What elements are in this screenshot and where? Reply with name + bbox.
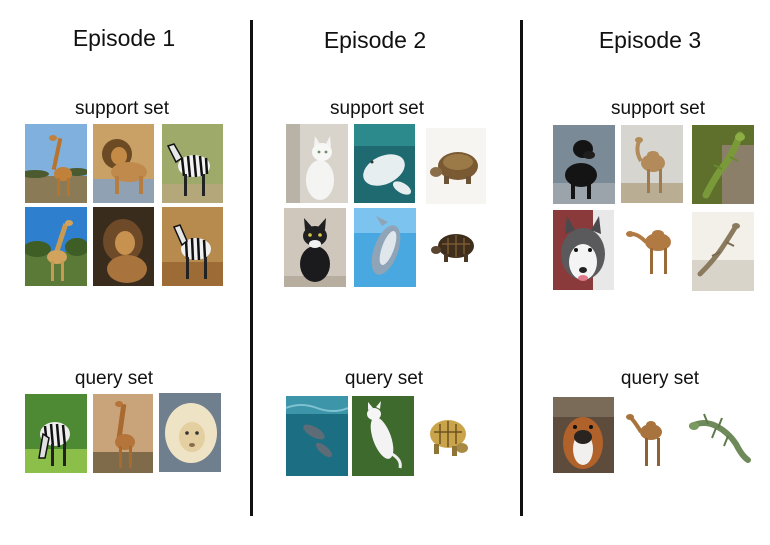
episode-2-support-tortoise-1	[426, 128, 486, 204]
episode-2-support-cat-1	[286, 124, 348, 203]
episode-3-support-lizard-2	[692, 212, 754, 291]
zebra-image	[162, 207, 223, 286]
giraffe-image	[93, 394, 153, 473]
lion-image	[93, 207, 154, 286]
episode-2-query-tortoise	[420, 410, 476, 466]
episode-2-support-dolphin-1	[354, 208, 416, 287]
camel-image	[625, 406, 673, 470]
dolphin-image	[286, 396, 348, 476]
camel-image	[621, 125, 683, 203]
tortoise-image	[426, 128, 486, 204]
zebra-image	[25, 394, 87, 473]
episode-2-query-label: query set	[344, 368, 424, 389]
dog-image	[553, 125, 615, 204]
episode-3-support-dog-1	[553, 125, 615, 204]
episode-1-query-zebra	[25, 394, 87, 473]
cat-image	[286, 124, 348, 203]
dog-image	[553, 210, 614, 290]
episode-3-support-label: support set	[611, 98, 705, 119]
episode-1-support-zebra-2	[162, 207, 223, 286]
lion-image	[159, 393, 221, 472]
episode-1-support-lion-2	[93, 207, 154, 286]
episode-1-support-zebra-1	[162, 124, 223, 203]
episode-1-support-label: support set	[75, 98, 169, 119]
dog-image	[553, 397, 614, 473]
episode-3-support-dog-2	[553, 210, 614, 290]
episode-2-support-cat-2	[284, 208, 346, 287]
episode-3-query-label: query set	[620, 368, 700, 389]
lizard-image	[692, 212, 754, 291]
giraffe-image	[25, 124, 87, 203]
episode-1-query-label: query set	[74, 368, 154, 389]
episode-1-support-giraffe-2	[25, 207, 87, 286]
zebra-image	[162, 124, 223, 203]
lizard-image	[688, 404, 752, 464]
cat-image	[284, 208, 346, 287]
lion-image	[93, 124, 154, 203]
episode-1-query-lion	[159, 393, 221, 472]
cat-image	[352, 396, 414, 476]
episode-2-support-tortoise-2	[426, 222, 482, 272]
episode-1-support-giraffe-1	[25, 124, 87, 203]
episode-2-support-label: support set	[330, 98, 424, 119]
episode-3-query-camel	[625, 406, 673, 470]
episode-divider-2	[520, 20, 523, 516]
tortoise-image	[420, 410, 476, 466]
giraffe-image	[25, 207, 87, 286]
dolphin-image	[354, 208, 416, 287]
episode-3-support-camel-2	[622, 212, 684, 280]
episode-2-query-dolphin	[286, 396, 348, 476]
episode-1-support-lion-1	[93, 124, 154, 203]
episode-1-query-giraffe	[93, 394, 153, 473]
episode-3-query-dog	[553, 397, 614, 473]
episode-2-query-cat	[352, 396, 414, 476]
episode-3-title: Episode 3	[598, 27, 702, 53]
episode-3-query-lizard	[688, 404, 752, 464]
lizard-image	[692, 125, 754, 204]
episode-1-title: Episode 1	[72, 25, 176, 51]
episode-2-support-beluga	[354, 124, 415, 203]
episode-3-support-lizard-1	[692, 125, 754, 204]
camel-image	[622, 212, 684, 280]
episode-3-support-camel-1	[621, 125, 683, 203]
episode-2-title: Episode 2	[323, 27, 427, 53]
episode-divider-1	[250, 20, 253, 516]
beluga-image	[354, 124, 415, 203]
tortoise-image	[426, 222, 482, 272]
